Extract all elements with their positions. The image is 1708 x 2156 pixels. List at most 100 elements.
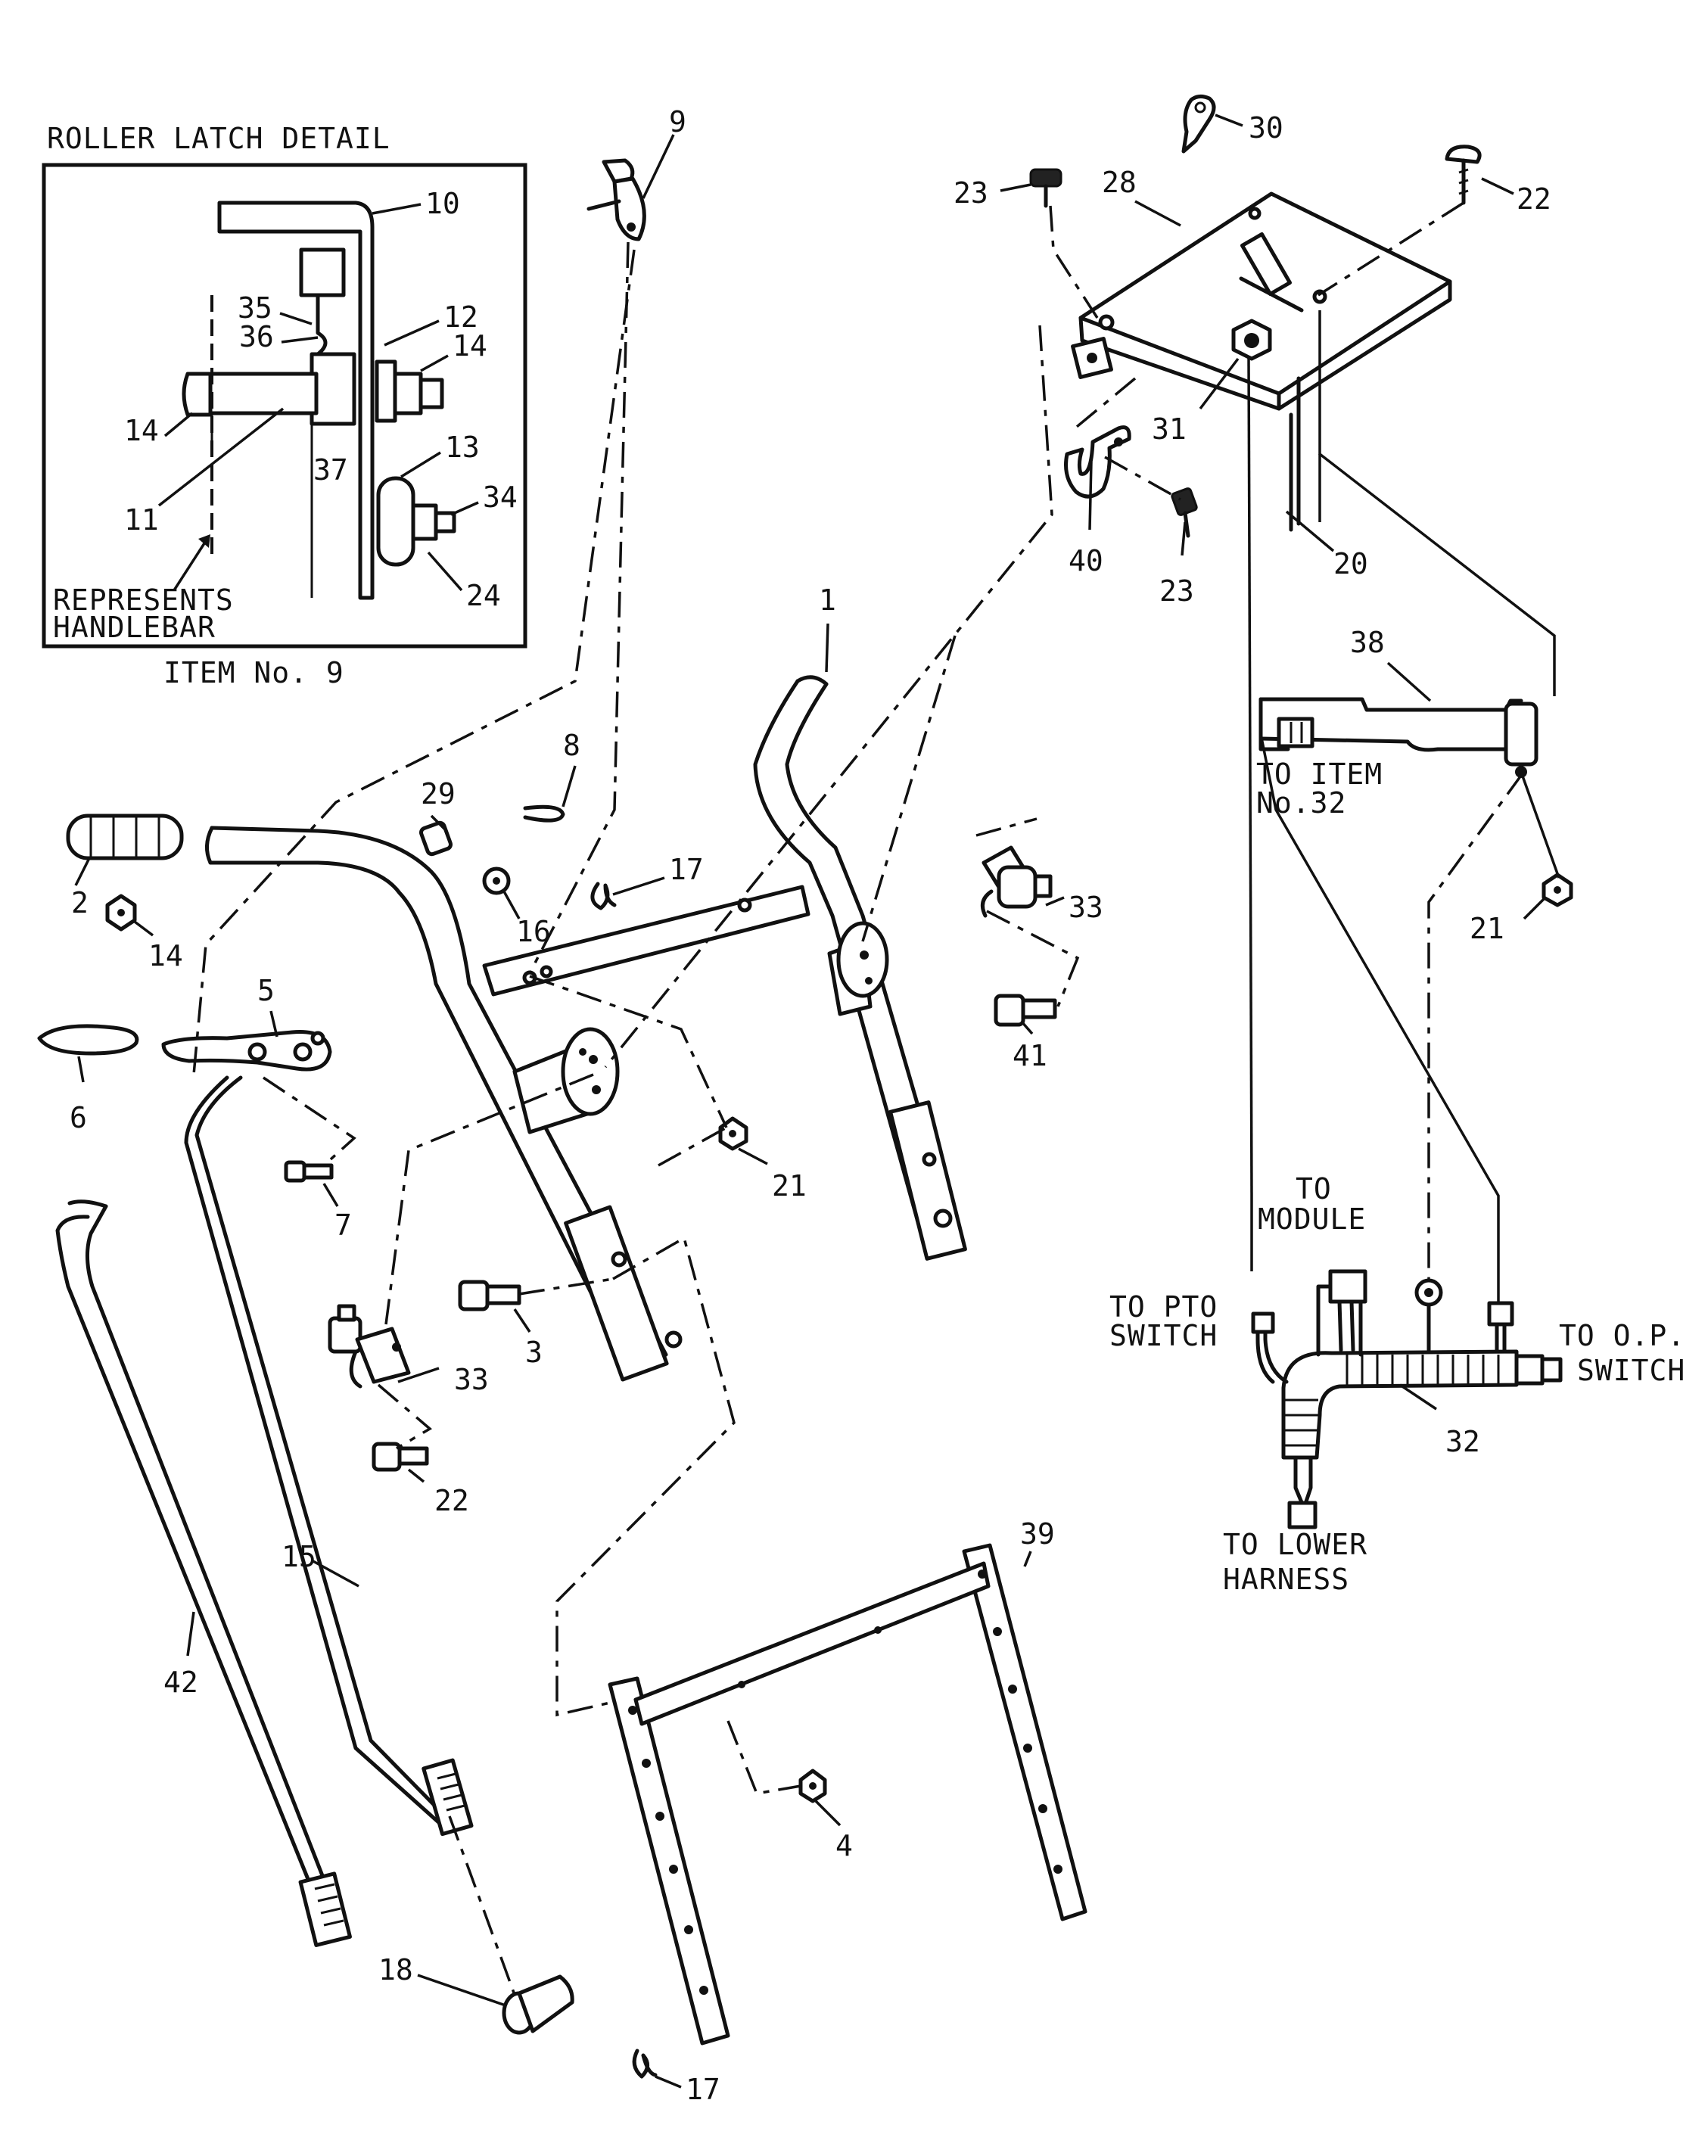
handlebar-arrow	[173, 543, 206, 591]
handlebar-note-2: HANDLEBAR	[53, 611, 216, 644]
nut-21-right	[1542, 873, 1573, 907]
callout-14: 14	[148, 939, 183, 972]
callout-33-left: 33	[454, 1363, 489, 1396]
roller-latch-9	[586, 158, 646, 241]
roller-latch-detail: ROLLER LATCH DETAIL REPRESENTS HANDLEBAR…	[42, 122, 527, 689]
link-rod-15	[184, 1075, 474, 1837]
control-lever	[37, 1024, 332, 1072]
to-lower-note-2: HARNESS	[1223, 1563, 1349, 1596]
detail-callout-14-left: 14	[124, 414, 159, 447]
callout-38: 38	[1350, 626, 1385, 659]
lower-frame	[608, 1543, 1087, 2046]
detail-callout-24: 24	[466, 579, 501, 612]
callout-15: 15	[282, 1540, 316, 1573]
left-pivot-bracket	[512, 1027, 620, 1134]
nut-4	[798, 1769, 827, 1803]
ignition-key	[1181, 94, 1216, 154]
callout-9: 9	[669, 105, 686, 138]
hairpin-17-upper	[590, 882, 617, 910]
callout-17-lower: 17	[686, 2073, 720, 2106]
detail-callout-12: 12	[443, 300, 478, 334]
nut-14	[105, 894, 137, 932]
callout-31: 31	[1152, 412, 1187, 446]
to-op-note-1: TO O.P.	[1559, 1319, 1685, 1352]
right-pivot-bracket	[827, 921, 889, 1016]
callout-28: 28	[1102, 166, 1137, 199]
callout-33-right: 33	[1069, 891, 1103, 924]
callout-17-upper: 17	[669, 853, 704, 886]
to-pto-note-1: TO PTO	[1109, 1290, 1218, 1324]
detail-callout-37: 37	[313, 453, 348, 487]
callout-2: 2	[71, 886, 89, 919]
callout-21-right: 21	[1470, 912, 1504, 945]
switch-33-left	[328, 1304, 411, 1389]
right-handlebar	[753, 675, 967, 1261]
cable-clamp-40	[1064, 425, 1131, 499]
cotter-pin-8	[523, 804, 565, 823]
switch-33-right	[980, 845, 1053, 918]
callout-23-lower: 23	[1159, 574, 1194, 608]
callout-30: 30	[1249, 111, 1283, 145]
rod-42	[55, 1199, 352, 1947]
washer-16	[482, 866, 511, 895]
switch-harness-38	[1258, 697, 1538, 778]
callout-5: 5	[257, 974, 275, 1007]
callout-39: 39	[1020, 1517, 1055, 1551]
hairpin-17-lower	[632, 2049, 658, 2079]
handle-grip	[66, 814, 184, 860]
bolt-22-top	[1445, 145, 1482, 205]
to-module-note-2: MODULE	[1258, 1202, 1366, 1236]
detail-caption: ITEM No. 9	[163, 656, 344, 689]
callout-16: 16	[516, 915, 551, 948]
spacer-29	[418, 820, 453, 857]
detail-callout-13: 13	[445, 431, 480, 464]
callout-1: 1	[819, 583, 836, 617]
callout-3: 3	[525, 1336, 543, 1369]
bolt-41	[994, 994, 1057, 1027]
connector-notes: TO ITEM No.32 TO MODULE TO PTO SWITCH TO…	[1109, 758, 1685, 1596]
callout-32: 32	[1445, 1425, 1480, 1458]
callout-22-top: 22	[1517, 182, 1551, 216]
detail-callout-34: 34	[483, 481, 518, 514]
callout-7: 7	[334, 1209, 352, 1242]
callout-18: 18	[378, 1953, 413, 1986]
handlebar-arrowhead	[198, 534, 210, 548]
ferrule-18	[502, 1974, 574, 2035]
callout-20: 20	[1333, 547, 1368, 580]
to-lower-note-1: TO LOWER	[1223, 1528, 1367, 1561]
detail-title: ROLLER LATCH DETAIL	[47, 122, 390, 155]
to-module-note-1: TO	[1296, 1172, 1332, 1206]
ignition-nut	[1231, 319, 1272, 361]
callout-6: 6	[70, 1101, 87, 1134]
control-panel	[1071, 191, 1452, 532]
to-op-note-2: SWITCH	[1577, 1354, 1685, 1387]
callout-41: 41	[1013, 1039, 1047, 1072]
bolt-3	[458, 1280, 521, 1311]
detail-callout-14-right: 14	[453, 329, 487, 362]
callout-8: 8	[563, 729, 580, 762]
callout-40: 40	[1069, 544, 1103, 577]
bolt-7	[284, 1160, 334, 1183]
callout-22-lower: 22	[434, 1484, 469, 1517]
handlebar-note-1: REPRESENTS	[53, 583, 234, 617]
detail-callout-35: 35	[238, 291, 272, 325]
bolt-23-top	[1029, 168, 1062, 208]
callout-29: 29	[421, 777, 456, 810]
callouts: 1 2 3 4 5 6 7 8 9 14 15 16 17 17 18 20 2…	[70, 105, 1551, 2106]
to-pto-note-2: SWITCH	[1109, 1319, 1218, 1352]
roller-latch-drawing	[182, 201, 456, 600]
bolt-22-lower	[372, 1442, 429, 1472]
callout-21-left: 21	[772, 1169, 807, 1202]
main-harness-32	[1251, 1269, 1563, 1529]
callout-23-top: 23	[954, 176, 988, 210]
detail-frame	[42, 163, 527, 649]
detail-callout-10: 10	[425, 187, 460, 220]
callout-4: 4	[835, 1829, 853, 1862]
left-handlebar	[205, 826, 683, 1382]
assembly-lines	[192, 201, 1560, 1996]
detail-callout-11: 11	[124, 503, 159, 537]
to-item-note-1: TO ITEM	[1256, 758, 1383, 791]
to-item-note-2: No.32	[1256, 786, 1346, 820]
detail-callout-36: 36	[239, 320, 274, 353]
